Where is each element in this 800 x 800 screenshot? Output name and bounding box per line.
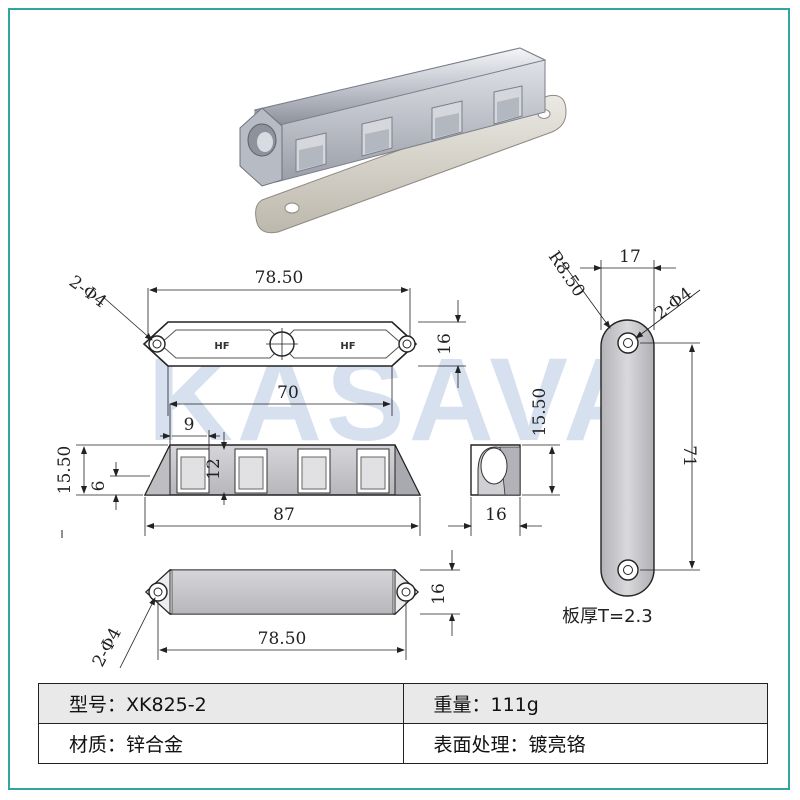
- front-height-label: 15.50: [55, 446, 75, 495]
- side-height-label: 15.50: [530, 388, 550, 437]
- top-hole-label: 2-Φ4: [65, 272, 110, 312]
- bottom-height-label: 16: [429, 583, 449, 605]
- front-gap-label: 9: [184, 415, 195, 435]
- plate-radius-label: R8.50: [544, 248, 589, 301]
- bottom-hole-label: 2-Φ4: [89, 624, 126, 670]
- outer-frame: [8, 8, 790, 790]
- top-height-label: 16: [435, 333, 455, 355]
- front-pockets: [176, 448, 390, 494]
- front-view: 15.50 6 9 12 87: [55, 404, 422, 536]
- bottom-view: 16 78.50 2-Φ4: [89, 550, 460, 670]
- roller-pockets: [295, 85, 523, 173]
- front-length-label: 87: [273, 505, 295, 525]
- spec-row: 材质：锌合金 表面处理：镀亮铬: [38, 723, 768, 764]
- top-view: HF HF 78.50 16 2-Φ4 70: [65, 268, 466, 416]
- plate-hole-label: 2-Φ4: [651, 284, 696, 324]
- model-cell: 型号：XK825-2: [38, 683, 404, 724]
- side-view: 15.50 16: [448, 388, 560, 536]
- spec-row: 型号：XK825-2 重量：111g: [38, 683, 768, 724]
- top-width-label: 78.50: [255, 268, 304, 288]
- product-photo: [239, 47, 567, 234]
- plate-spacing-label: 71: [679, 445, 699, 467]
- weight-cell: 重量：111g: [402, 683, 768, 724]
- marking-right: HF: [340, 341, 355, 352]
- front-step-label: 6: [89, 481, 109, 492]
- top-inner-label: 70: [277, 383, 299, 403]
- finish-cell: 表面处理：镀亮铬: [402, 723, 768, 764]
- spec-table: 型号：XK825-2 重量：111g 材质：锌合金 表面处理：镀亮铬: [38, 683, 768, 764]
- material-cell: 材质：锌合金: [38, 723, 404, 764]
- plate-thickness-label: 板厚T=2.3: [562, 606, 653, 627]
- bottom-width-label: 78.50: [258, 629, 307, 649]
- side-width-label: 16: [485, 505, 507, 525]
- front-inner-height-label: 12: [204, 458, 224, 480]
- marking-left: HF: [214, 341, 229, 352]
- plate-width-label: 17: [619, 247, 641, 267]
